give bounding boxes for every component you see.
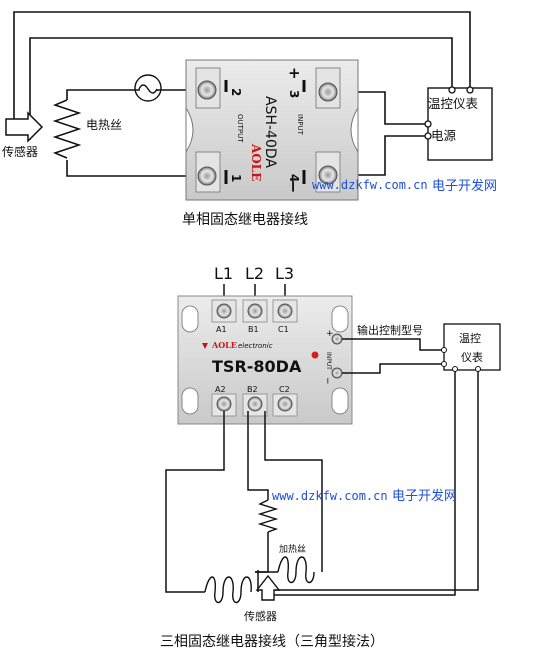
wire-heater-top <box>66 89 140 100</box>
input-label: INPUT <box>296 114 304 136</box>
plus-sign: + <box>288 64 301 82</box>
input-minus-screw <box>331 367 343 379</box>
wire-sensor-outer <box>13 11 471 126</box>
terminal-c2-screw <box>277 396 293 412</box>
heater-label-3p: 加热丝 <box>279 543 306 555</box>
watermark-cn-bottom: 电子开发网 <box>392 488 457 504</box>
terminal-a1-screw <box>216 303 232 319</box>
input-label-3p: INPUT <box>325 352 332 370</box>
terminal-4-screw <box>318 165 338 185</box>
terminal-c2-label: C2 <box>279 385 290 394</box>
controller-box-top: 温控仪表 电源 <box>424 86 493 161</box>
terminal-2-label: 2 <box>229 88 243 96</box>
phase-label-l2: L2 <box>245 264 264 283</box>
terminal-4-label: 4 <box>287 174 301 182</box>
watermark-url-bottom: www.dzkfw.com.cn <box>272 489 388 503</box>
heater-label: 电热丝 <box>86 118 122 132</box>
status-led <box>311 351 319 359</box>
wire-heater-bottom <box>66 160 207 177</box>
caption-top: 单相固态继电器接线 <box>182 211 308 228</box>
output-model-label: 输出控制型号 <box>357 323 423 337</box>
terminal-2-screw <box>197 80 217 100</box>
output-label: OUTPUT <box>236 114 244 143</box>
minus-sign: − <box>284 180 303 193</box>
model-label-3p: TSR-80DA <box>212 357 302 376</box>
sensor-label: 传感器 <box>2 144 38 159</box>
controller-label-3p-1: 温控 <box>459 331 481 345</box>
terminal-1-screw <box>197 166 217 186</box>
relay-ash-40da: 2 1 + 3 4 − OUTPUT INPUT AOLE ASH-40DA <box>185 59 359 201</box>
phase-labels: L1 L2 L3 <box>214 264 294 283</box>
brand-label-3p: AOLE <box>211 340 237 350</box>
terminal-a1-label: A1 <box>216 325 227 334</box>
caption-bottom: 三相固态继电器接线（三角型接法） <box>160 633 384 650</box>
heater-coil <box>52 99 82 159</box>
input-minus-sign: − <box>322 377 332 385</box>
phase-label-l1: L1 <box>214 264 233 283</box>
terminal-c1-label: C1 <box>278 325 289 334</box>
model-label: ASH-40DA <box>262 96 278 168</box>
terminal-3-screw <box>318 82 338 102</box>
brand-label: AOLE <box>249 143 263 181</box>
terminal-b1-screw <box>247 303 263 319</box>
brand-suffix: electronic <box>238 342 273 350</box>
input-plus-sign: + <box>326 329 334 339</box>
heater-coil-left <box>204 576 252 604</box>
terminal-a2-screw <box>216 396 232 412</box>
terminal-b2-screw <box>247 396 263 412</box>
relay-tsr-80da: A1 B1 C1 AOLE electronic TSR-80DA + INPU… <box>177 295 353 425</box>
sensor-arrow <box>5 111 44 143</box>
terminal-b2-label: B2 <box>247 385 258 394</box>
terminal-c1-screw <box>277 303 293 319</box>
ac-source-symbol <box>134 74 162 102</box>
heater-coil-right <box>277 556 315 584</box>
phase-label-l3: L3 <box>275 264 294 283</box>
controller-label: 温控仪表 <box>428 96 479 111</box>
sensor-arrow-3p <box>255 574 281 601</box>
watermark-url-top: www.dzkfw.com.cn <box>312 178 428 192</box>
controller-box-bottom: 温控 仪表 <box>441 323 501 372</box>
terminal-a2-label: A2 <box>215 385 226 394</box>
heater-coil-vertical <box>257 499 279 533</box>
terminal-1-label: 1 <box>229 174 243 182</box>
terminal-3-label: 3 <box>287 90 301 98</box>
watermark-cn-top: 电子开发网 <box>432 178 497 194</box>
power-label: 电源 <box>431 128 457 143</box>
sensor-label-3p: 传感器 <box>244 610 277 623</box>
controller-label-3p-2: 仪表 <box>461 350 483 364</box>
terminal-b1-label: B1 <box>248 325 259 334</box>
wire-sensor-inner <box>29 37 453 140</box>
